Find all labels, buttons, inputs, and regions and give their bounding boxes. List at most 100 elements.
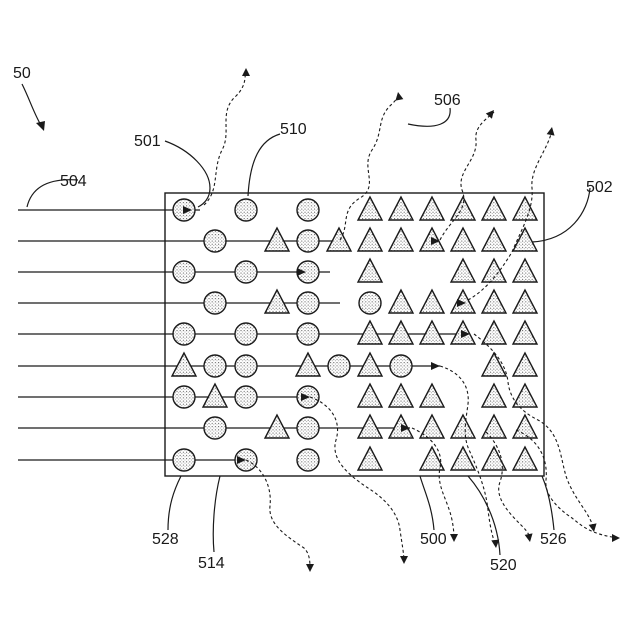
triangle-particle: [513, 290, 537, 313]
leader-50: [22, 84, 42, 127]
leader-510: [248, 134, 280, 196]
ray-arrowhead: [431, 362, 440, 370]
triangle-particle: [482, 228, 506, 251]
triangle-particle: [358, 321, 382, 344]
triangle-particle: [513, 228, 537, 251]
leader-lines: [22, 84, 590, 555]
circle-particle: [297, 323, 319, 345]
circle-particle: [173, 323, 195, 345]
scatter-path: [310, 397, 404, 562]
scatter-arrowhead: [589, 523, 598, 532]
scatter-arrowhead: [242, 68, 250, 76]
leader-501: [165, 141, 210, 207]
circle-particle: [235, 323, 257, 345]
triangle-particle: [482, 353, 506, 376]
scatter-arrowhead-shape: [525, 533, 534, 542]
triangle-particle: [451, 290, 475, 313]
scatter-arrowhead: [306, 564, 314, 572]
triangle-particle: [389, 384, 413, 407]
label-504: 504: [60, 173, 87, 190]
triangle-particle: [358, 415, 382, 438]
leader-50-arrowhead: [36, 121, 45, 131]
circle-particle: [390, 355, 412, 377]
scatter-arrowhead: [547, 126, 556, 135]
triangle-particle: [389, 321, 413, 344]
triangle-particle: [451, 447, 475, 470]
scatter-path: [516, 430, 618, 538]
scatter-arrowhead: [394, 91, 403, 100]
triangle-particle: [203, 384, 227, 407]
leader-526: [542, 476, 554, 530]
triangle-particle: [389, 290, 413, 313]
label-501: 501: [134, 133, 161, 150]
triangle-particle: [358, 228, 382, 251]
triangle-particle: [513, 415, 537, 438]
triangle-particle: [265, 290, 289, 313]
triangle-particle: [172, 353, 196, 376]
triangle-particle: [482, 321, 506, 344]
triangle-particle: [451, 259, 475, 282]
triangle-particle: [513, 447, 537, 470]
leader-500: [420, 476, 434, 530]
circle-particle: [297, 417, 319, 439]
circle-particle: [297, 449, 319, 471]
scatter-arrowhead-shape: [486, 107, 497, 118]
scatter-arrowhead: [450, 534, 458, 542]
circle-particle: [297, 292, 319, 314]
label-50: 50: [13, 65, 31, 82]
circle-particle: [204, 292, 226, 314]
circle-particle: [173, 261, 195, 283]
triangle-particle: [389, 228, 413, 251]
triangle-particle: [420, 384, 444, 407]
circle-particle: [297, 199, 319, 221]
circle-particle: [204, 355, 226, 377]
circle-particle: [204, 230, 226, 252]
triangle-particle: [265, 228, 289, 251]
triangle-particle: [513, 353, 537, 376]
label-514: 514: [198, 555, 225, 572]
triangle-particle: [513, 321, 537, 344]
label-520: 520: [490, 557, 517, 574]
triangle-particle: [358, 384, 382, 407]
triangle-particle: [358, 353, 382, 376]
triangle-particle: [482, 290, 506, 313]
leader-528: [168, 476, 181, 530]
circle-particle: [235, 386, 257, 408]
circle-particle: [173, 386, 195, 408]
scatter-arrowhead-shape: [242, 68, 250, 76]
circle-particle: [235, 199, 257, 221]
triangle-particle: [296, 353, 320, 376]
leader-514: [213, 476, 220, 552]
circle-particle: [235, 355, 257, 377]
label-510: 510: [280, 121, 307, 138]
scatter-arrowhead-shape: [589, 523, 598, 532]
scatter-arrowhead-shape: [394, 91, 403, 100]
scatter-path: [468, 130, 552, 300]
circle-particle: [359, 292, 381, 314]
circle-particle: [204, 417, 226, 439]
triangle-particle: [482, 415, 506, 438]
triangle-particle: [265, 415, 289, 438]
label-526: 526: [540, 531, 567, 548]
triangle-particle: [420, 321, 444, 344]
triangle-particle: [482, 197, 506, 220]
reference-labels: 50 501 510 504 506 502 528 514 500 520 5…: [13, 65, 613, 574]
scatter-path: [440, 112, 494, 240]
scatter-arrowhead: [612, 534, 620, 542]
label-528: 528: [152, 531, 179, 548]
triangle-particle: [513, 197, 537, 220]
scatter-arrowhead-shape: [400, 556, 408, 564]
scatter-arrowhead-shape: [450, 534, 458, 542]
scatter-arrowhead-shape: [547, 126, 556, 135]
scatter-arrowhead-shape: [612, 534, 620, 542]
circle-particle: [173, 449, 195, 471]
label-506: 506: [434, 92, 461, 109]
triangle-particle: [389, 197, 413, 220]
scatter-arrowhead-shape: [306, 564, 314, 572]
triangle-particle: [451, 415, 475, 438]
leader-502: [532, 188, 590, 242]
triangle-particle: [327, 228, 351, 251]
scatter-arrowhead: [400, 556, 408, 564]
scatter-arrowhead: [525, 533, 534, 542]
